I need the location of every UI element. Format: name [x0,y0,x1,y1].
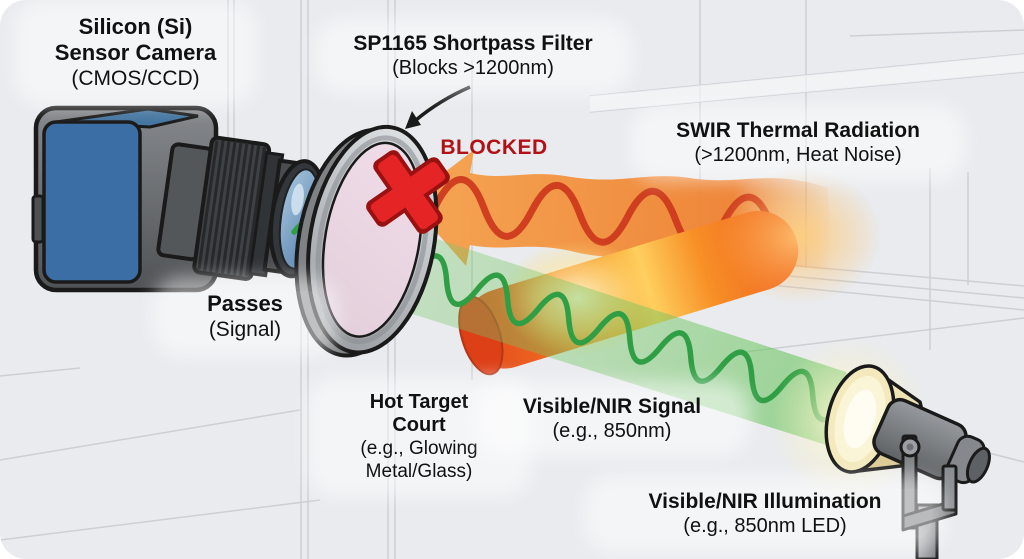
blocked-x-icon [366,150,450,234]
hot-target-label-line2: Court [392,414,446,436]
passes-label: Passes (Signal) [166,291,324,343]
camera-illustration [31,105,327,293]
background-wall-panel [590,54,1024,112]
camera-label-line1: Silicon (Si) [78,14,193,39]
camera-label-line2: Sensor Camera [54,40,217,65]
hot-target-label-line4: Metal/Glass) [365,461,473,482]
nir-signal-label-line2: (e.g., 850nm) [552,420,672,442]
illumination-label-line2: (e.g., 850nm LED) [683,515,847,537]
hot-target-label-line3: (e.g., Glowing [360,438,478,459]
camera-label: Silicon (Si) Sensor Camera (CMOS/CCD) [28,14,243,92]
illumination-lamp [772,338,991,559]
blocked-label: BLOCKED [440,136,548,159]
filter-label: SP1165 Shortpass Filter (Blocks >1200nm) [328,32,618,80]
filter-pointer-arrow [405,85,471,129]
filter-label-line2: (Blocks >1200nm) [392,57,554,79]
nir-signal-label-line1: Visible/NIR Signal [522,395,702,418]
passes-label-line1: Passes [207,291,283,316]
hot-target-label-line1: Hot Target [369,391,469,413]
rod-glow-end [718,168,882,304]
passes-label-line2: (Signal) [208,318,282,341]
swir-label-line2: (>1200nm, Heat Noise) [694,144,902,166]
swir-label: SWIR Thermal Radiation (>1200nm, Heat No… [644,119,952,167]
illumination-label: Visible/NIR Illumination (e.g., 850nm LE… [598,489,932,539]
camera-label-line3: (CMOS/CCD) [71,67,200,90]
illumination-label-line1: Visible/NIR Illumination [648,490,882,513]
nir-signal-label: Visible/NIR Signal (e.g., 850nm) [488,395,736,443]
filter-label-line1: SP1165 Shortpass Filter [353,32,593,55]
hot-target-label: Hot Target Court (e.g., Glowing Metal/Gl… [320,391,518,483]
swir-label-line1: SWIR Thermal Radiation [676,119,920,142]
